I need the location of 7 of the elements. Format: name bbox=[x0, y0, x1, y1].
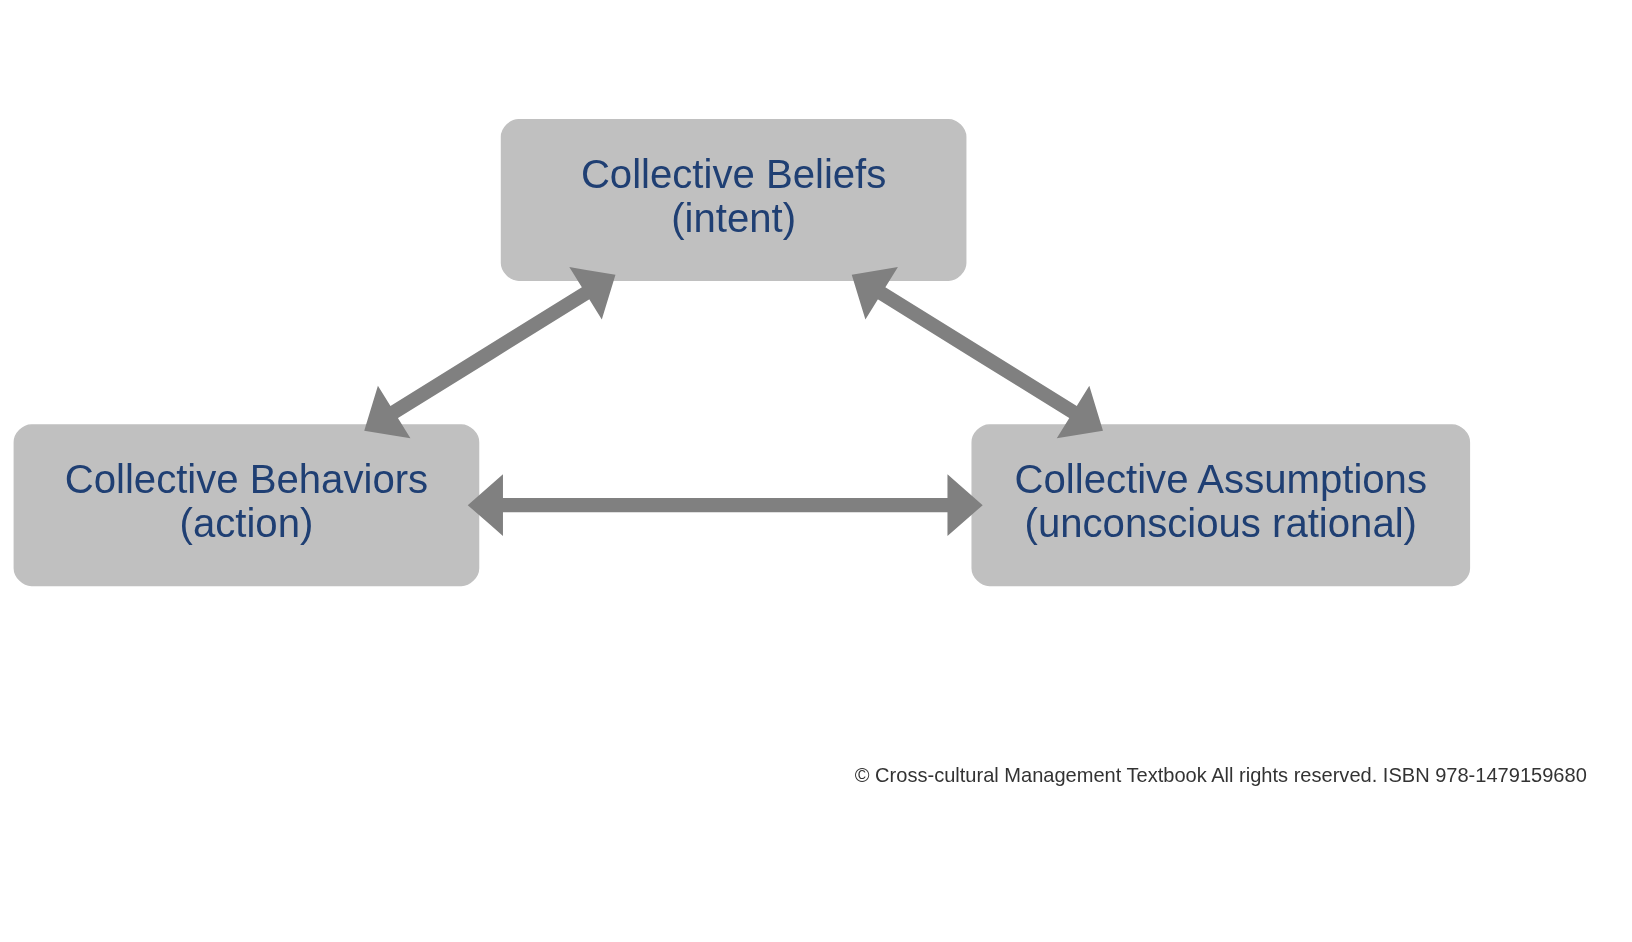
node-box: Collective Assumptions (unconscious rational) bbox=[971, 423, 1471, 586]
arrow bbox=[364, 266, 616, 438]
arrow bbox=[467, 473, 983, 536]
node-box: Collective Beliefs (intent) bbox=[500, 118, 967, 281]
arrow bbox=[851, 266, 1103, 438]
node-box: Collective Behaviors (action) bbox=[13, 423, 480, 586]
label: © Cross-cultural Management Textbook All rights reserved. ISBN 978-1479159680 bbox=[854, 763, 1587, 786]
